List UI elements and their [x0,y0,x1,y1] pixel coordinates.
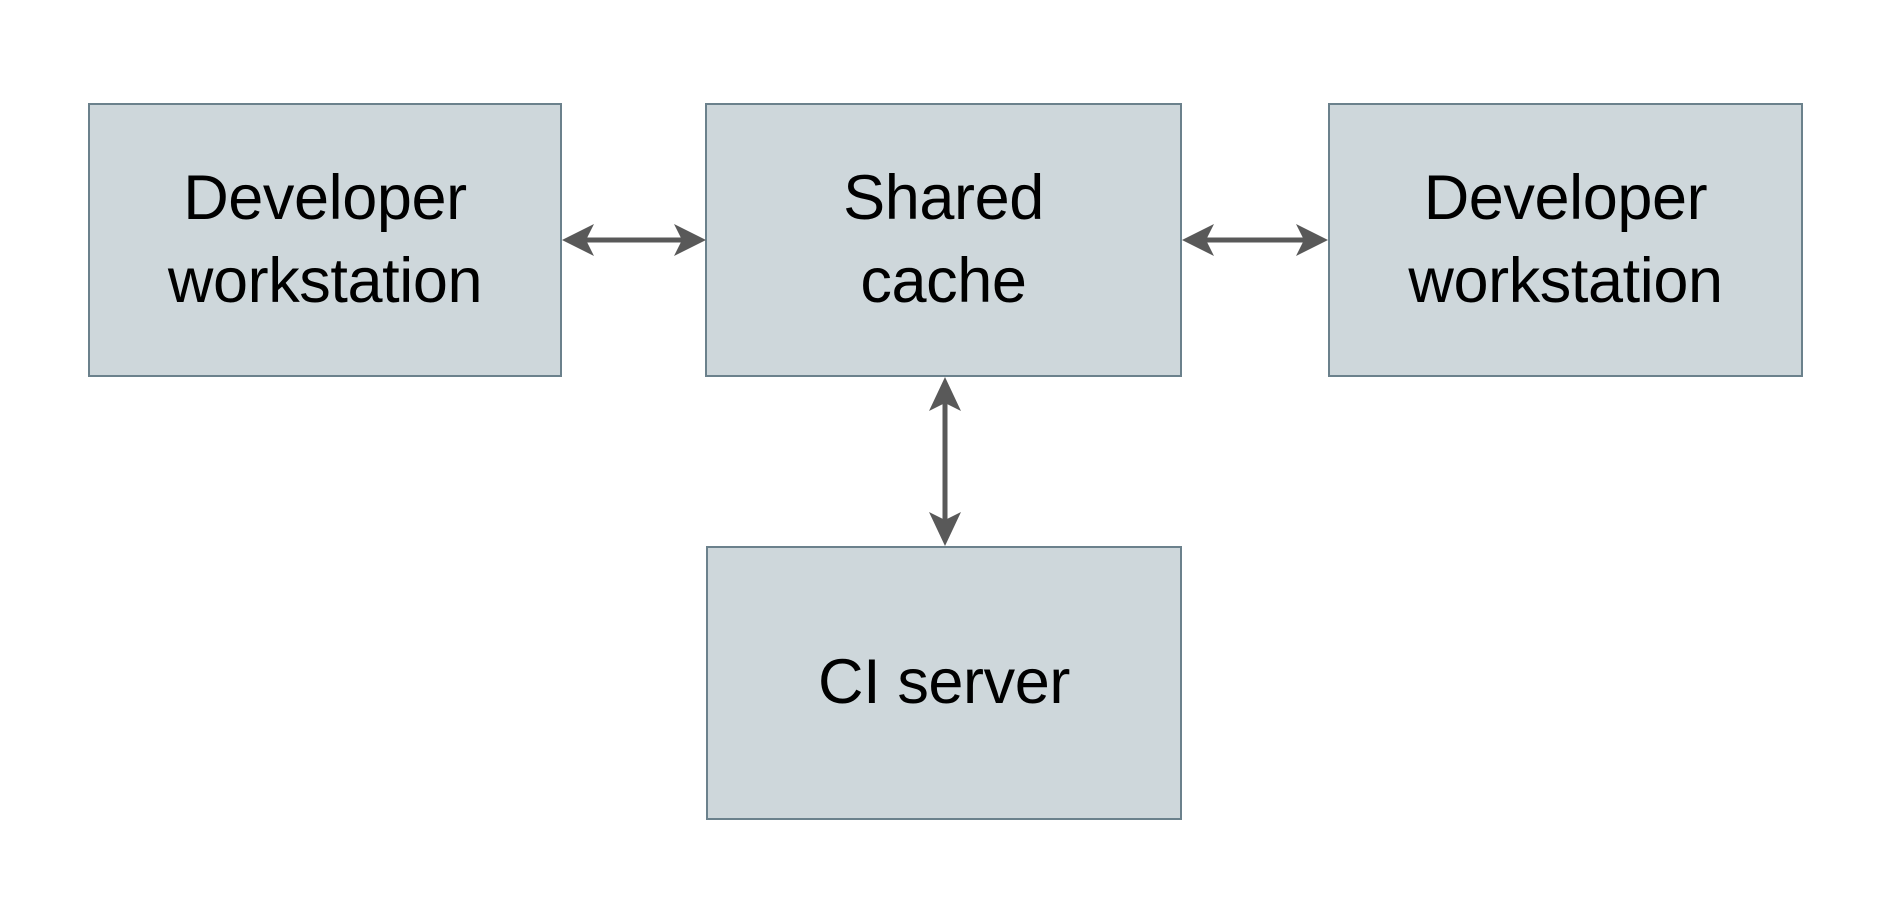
arrowhead-right-icon [674,224,706,256]
node-label: Developer workstation [167,162,483,316]
edge-shared-cache-to-developer-workstation-right [1182,224,1328,256]
node-ci-server[interactable]: CI server [706,546,1182,820]
arrowhead-right-icon [1296,224,1328,256]
arrowhead-left-icon [562,224,594,256]
node-developer-workstation-left[interactable]: Developer workstation [88,103,562,377]
arrowhead-up-icon [929,377,961,411]
arrowhead-down-icon [929,512,961,546]
arrowhead-left-icon [1182,224,1214,256]
node-label: Shared cache [843,162,1044,316]
edge-developer-workstation-left-to-shared-cache [562,224,706,256]
node-label: CI server [818,647,1070,718]
node-label: Developer workstation [1408,162,1723,316]
node-developer-workstation-right[interactable]: Developer workstation [1328,103,1803,377]
edge-shared-cache-to-ci-server [929,377,961,546]
node-shared-cache[interactable]: Shared cache [705,103,1182,377]
